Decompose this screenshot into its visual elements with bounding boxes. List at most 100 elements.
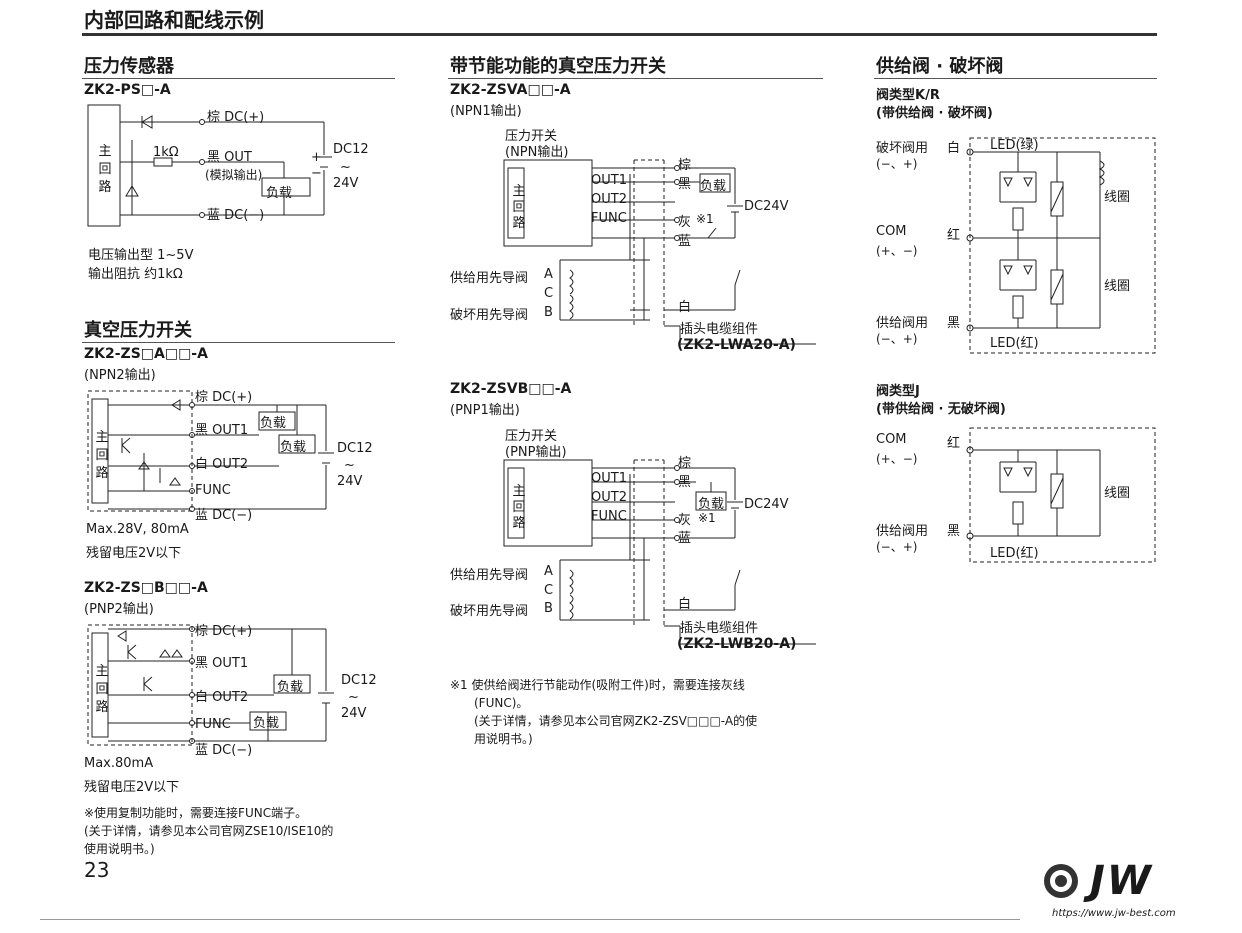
- wire-white-label: 白: [678, 597, 692, 612]
- load-label-1: 负载: [277, 680, 304, 695]
- tilde-label: ~: [344, 458, 355, 473]
- wire-blue-label: 蓝: [678, 531, 692, 546]
- wire-white-out2-label: 白 OUT2: [195, 690, 249, 705]
- wire-blue-label: 蓝 DC(−): [195, 508, 253, 523]
- section-rule: [874, 78, 1157, 79]
- cable-assembly-label: 插头电缆组件: [680, 621, 759, 636]
- section-title-supply-break-valve: 供给阀 · 破坏阀: [876, 56, 1004, 77]
- port-c-label: C: [544, 583, 554, 598]
- wire-brown-label: 棕 DC(+): [195, 624, 253, 639]
- footnote-mark: ※1: [698, 511, 716, 525]
- break-polarity-label: (−、+): [876, 157, 918, 171]
- coil-label-2: 线圈: [1104, 279, 1131, 294]
- jw-logo-text: JW: [1090, 858, 1154, 904]
- break-valve-label: 破坏阀用: [876, 141, 929, 156]
- wire-black-label: 黑: [947, 524, 961, 539]
- section-rule: [82, 78, 395, 79]
- port-a-label: A: [544, 564, 553, 579]
- note-voltage-output: 电压输出型 1~5V: [88, 248, 194, 263]
- page-title: 内部回路和配线示例: [84, 8, 264, 32]
- wire-white-label: 白: [678, 300, 692, 315]
- footer-rule: [40, 919, 1020, 920]
- dc-label: DC12: [337, 441, 373, 456]
- pressure-switch-label: 压力开关: [505, 129, 558, 144]
- load-label: 负载: [698, 497, 725, 512]
- section-title-energy-saving-switch: 带节能功能的真空压力开关: [450, 56, 666, 77]
- footnote-line4: 用说明书。): [474, 732, 533, 746]
- wire-brown-label: 棕 DC(+): [195, 390, 253, 405]
- load-label-2: 负载: [253, 716, 280, 731]
- section-title-vacuum-switch: 真空压力开关: [84, 320, 192, 341]
- note-impedance: 输出阻抗 约1kΩ: [88, 267, 183, 282]
- wire-red-label: 红: [947, 228, 961, 243]
- footnote-line3: (关于详情，请参见本公司官网ZK2-ZSV□□□-A的使: [474, 714, 758, 728]
- npn-output-label: (NPN输出): [505, 145, 569, 160]
- resistor-label: 1kΩ: [153, 145, 179, 160]
- out1-label: OUT1: [591, 471, 627, 486]
- model-zk2-zsva: ZK2-ZSVA□□-A: [450, 82, 571, 98]
- wire-black-label: 黑: [678, 475, 692, 490]
- load-label-1: 负载: [260, 416, 287, 431]
- wire-brown-label: 棕: [678, 456, 692, 471]
- load-label-2: 负载: [280, 440, 307, 455]
- wire-gray-label: 灰: [678, 513, 692, 528]
- tilde-label: ~: [348, 690, 359, 705]
- npn2-circuit-diagram: [87, 390, 334, 512]
- coil-label: 线圈: [1104, 486, 1131, 501]
- pnp1-output-label: (PNP1输出): [450, 403, 520, 418]
- cable-model-lwa20: (ZK2-LWA20-A): [677, 337, 796, 353]
- pressure-switch-label: 压力开关: [505, 429, 558, 444]
- wire-func-label: FUNC: [195, 483, 231, 498]
- valve-type-kr: 阀类型K/R: [876, 88, 940, 103]
- dc-label: DC12: [333, 142, 369, 157]
- wire-red-label: 红: [947, 436, 961, 451]
- supply-polarity-label: (−、+): [876, 332, 918, 346]
- wire-white-label: 白: [947, 141, 961, 156]
- valve-type-kr-sub: (带供给阀 · 破坏阀): [876, 106, 993, 121]
- load-label: 负载: [700, 179, 727, 194]
- wire-func-label: FUNC: [195, 717, 231, 732]
- model-zk2-zs-b: ZK2-ZS□B□□-A: [84, 580, 208, 596]
- out2-label: OUT2: [591, 192, 627, 207]
- supply-polarity-label: (−、+): [876, 540, 918, 554]
- model-zk2-zs-a: ZK2-ZS□A□□-A: [84, 346, 208, 362]
- minus-sign: −: [311, 166, 322, 181]
- footnote-line2: (FUNC)。: [474, 696, 529, 710]
- section-title-pressure-sensor: 压力传感器: [84, 56, 174, 77]
- pnp-output-label: (PNP输出): [505, 445, 567, 460]
- cable-model-lwb20: (ZK2-LWB20-A): [677, 636, 797, 652]
- jw-logo-icon: [1044, 864, 1078, 898]
- wire-white-out2-label: 白 OUT2: [195, 457, 249, 472]
- website-url[interactable]: https://www.jw-best.com: [1052, 908, 1176, 919]
- com-polarity-label: (+、−): [876, 244, 918, 258]
- valve-type-j: 阀类型J: [876, 384, 920, 399]
- main-circuit-label: 主回路: [95, 664, 109, 715]
- supply-valve-label: 供给阀用: [876, 316, 929, 331]
- model-zk2-zsvb: ZK2-ZSVB□□-A: [450, 381, 572, 397]
- load-label: 负载: [266, 186, 293, 201]
- main-circuit-label: 主回路: [512, 184, 526, 231]
- wire-blue-label: 蓝 DC(−): [195, 743, 253, 758]
- wire-brown-label: 棕 DC(+): [207, 110, 265, 125]
- coil-label-1: 线圈: [1104, 190, 1131, 205]
- main-circuit-label: 主回路: [95, 430, 109, 481]
- analog-output-label: (模拟输出): [205, 168, 263, 182]
- wire-blue-label: 蓝 DC(−): [207, 208, 265, 223]
- com-polarity-label: (+、−): [876, 452, 918, 466]
- section-rule: [82, 342, 395, 343]
- break-valve-label: 破坏用先导阀: [450, 308, 529, 323]
- valve-j-circuit-diagram: [966, 427, 1156, 563]
- zsvb-wiring-diagram: [503, 459, 816, 645]
- note-max-28v: Max.28V, 80mA: [86, 522, 189, 537]
- break-valve-label: 破坏用先导阀: [450, 604, 529, 619]
- supply-valve-label: 供给用先导阀: [450, 271, 529, 286]
- v24-label: 24V: [341, 706, 367, 721]
- com-label: COM: [876, 224, 907, 239]
- pnp2-output-label: (PNP2输出): [84, 602, 154, 617]
- section-rule: [448, 78, 823, 79]
- note-residual-voltage: 残留电压2V以下: [84, 780, 180, 795]
- port-b-label: B: [544, 601, 553, 616]
- led-green-label: LED(绿): [990, 138, 1039, 153]
- tilde-label: ~: [340, 160, 351, 175]
- footnote-mark: ※1: [696, 212, 714, 226]
